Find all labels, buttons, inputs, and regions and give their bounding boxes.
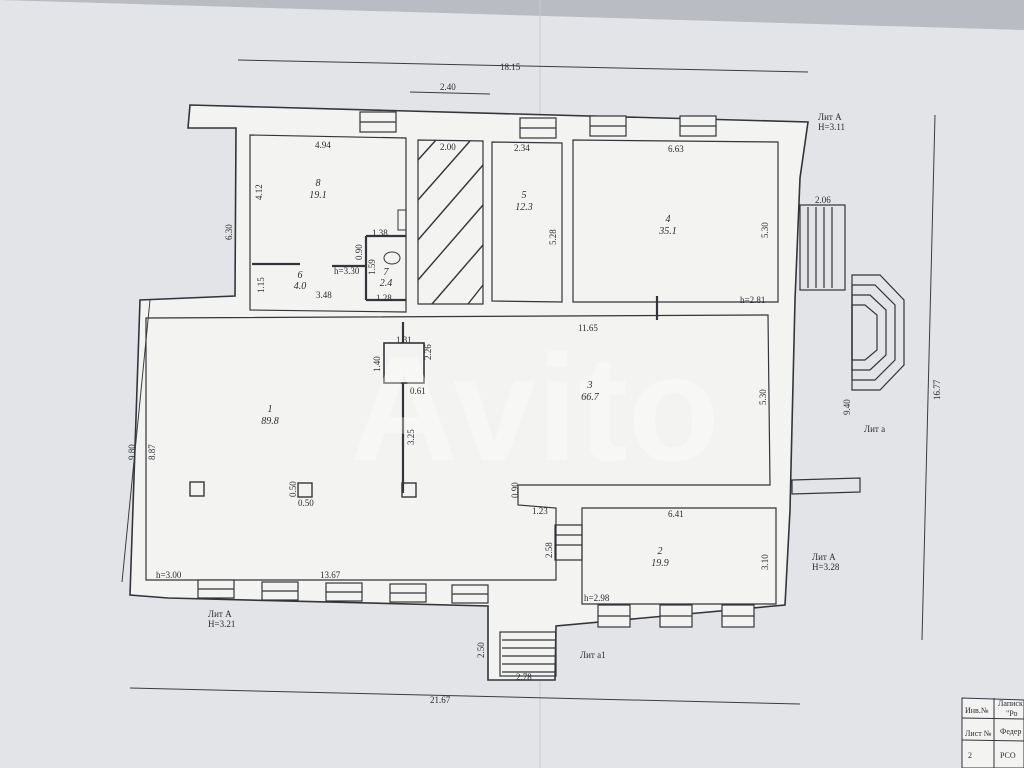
title-block: Инв.№ Лаписк "Ро Федер Лист № 2 РСО: [961, 697, 1024, 768]
dim-label: 0.61: [410, 386, 426, 396]
watermark: Avito: [350, 324, 719, 492]
dim-label: 0.50: [298, 498, 314, 508]
dim-label: 0.50: [288, 481, 298, 497]
dim-label: 4.12: [254, 184, 264, 200]
dim-label: 2.00: [440, 142, 456, 152]
svg-text:2: 2: [968, 751, 972, 760]
dim-label: 2.26: [423, 344, 433, 360]
dim-label: 4.94: [315, 140, 331, 150]
stair-right: [799, 204, 846, 291]
dim-left-overall: 9.80: [127, 444, 137, 460]
lit-label: Лит А: [818, 112, 842, 122]
room-number: 2: [658, 546, 663, 557]
dim-label: 9.40: [842, 399, 852, 415]
svg-text:Лаписк: Лаписк: [998, 699, 1023, 708]
room-number: 5: [522, 190, 527, 201]
dim-top-overall: 18.15: [500, 62, 521, 72]
room-area: 19.9: [651, 558, 669, 569]
room-number: 1: [268, 404, 273, 415]
dim-label: 2.50: [476, 642, 486, 658]
dim-label: 13.67: [320, 570, 341, 580]
svg-text:"Ро: "Ро: [1006, 709, 1018, 718]
room-number: 8: [316, 178, 321, 189]
room-number: 3: [587, 380, 593, 391]
lit-label: Лит А: [208, 609, 232, 619]
room-area: 19.1: [309, 190, 327, 201]
dim-label: h=2.81: [740, 295, 765, 305]
dim-label: 1.40: [372, 356, 382, 372]
dim-label: 5.30: [758, 389, 768, 405]
dim-label: h=3.30: [334, 266, 360, 276]
dim-label: 1.28: [376, 293, 392, 303]
dim-label: 3.48: [316, 290, 332, 300]
dim-right-overall: 16.77: [932, 379, 942, 400]
room-area: 2.4: [380, 278, 393, 289]
lit-height: Н=3.11: [818, 122, 845, 132]
dim-label: 0.90: [510, 482, 520, 498]
dim-label: 1.15: [256, 277, 266, 293]
dim-label: 6.63: [668, 144, 684, 154]
room-area: 66.7: [581, 392, 600, 403]
room-number: 4: [666, 214, 671, 225]
stair-bottom: [499, 631, 557, 677]
svg-text:РСО: РСО: [1000, 751, 1016, 760]
dim-label: 11.65: [578, 323, 598, 333]
hatched-shaft: [417, 139, 484, 305]
dim-label: 8.87: [147, 444, 157, 460]
dim-label: 3.25: [406, 429, 416, 445]
dim-label: 6.41: [668, 509, 684, 519]
room-number: 6: [298, 270, 303, 281]
windows-top: [359, 111, 717, 139]
dim-label: 5.30: [760, 222, 770, 238]
svg-text:Лист №: Лист №: [965, 729, 992, 738]
dim-label: 3.10: [760, 554, 770, 570]
room-area: 35.1: [658, 226, 677, 237]
room-area: 12.3: [515, 202, 533, 213]
dim-top-gap: 2.40: [440, 82, 456, 92]
lit-label: Лит А: [812, 552, 836, 562]
dim-label: 2.06: [815, 195, 831, 205]
room-area: 4.0: [294, 281, 307, 292]
column: [383, 342, 425, 384]
dim-label: 2.34: [514, 143, 530, 153]
porch-round: [851, 274, 905, 391]
lit-height: Н=3.21: [208, 619, 235, 629]
dim-label: 6.30: [224, 224, 234, 240]
lit-height: Н=3.28: [812, 562, 840, 572]
room-area: 89.8: [261, 416, 279, 427]
paper-fold: [0, 0, 1024, 30]
dim-bottom-overall: 21.67: [430, 695, 451, 705]
toilet-icon: [383, 251, 401, 265]
dim-label: 1.31: [396, 335, 412, 345]
dim-label: 1.38: [372, 228, 388, 238]
lit-label: Лит а1: [580, 650, 606, 660]
dim-label: 1.23: [532, 506, 548, 516]
room-number: 7: [384, 267, 390, 278]
dimension-lines: [121, 59, 936, 705]
dim-label: 1.59: [367, 259, 377, 275]
svg-text:Федер: Федер: [1000, 727, 1021, 736]
dim-label: 5.28: [548, 229, 558, 245]
outer-walls: [129, 104, 809, 681]
dim-label: 2.58: [544, 542, 554, 558]
svg-text:Инв.№: Инв.№: [965, 706, 989, 715]
dim-label: 0.90: [354, 244, 364, 260]
dim-label: h=3.00: [156, 570, 182, 580]
dim-label: 2.78: [516, 672, 532, 682]
windows-bottom: [197, 579, 755, 628]
lit-label: Лит а: [864, 424, 885, 434]
dim-label: h=2.98: [584, 593, 610, 603]
